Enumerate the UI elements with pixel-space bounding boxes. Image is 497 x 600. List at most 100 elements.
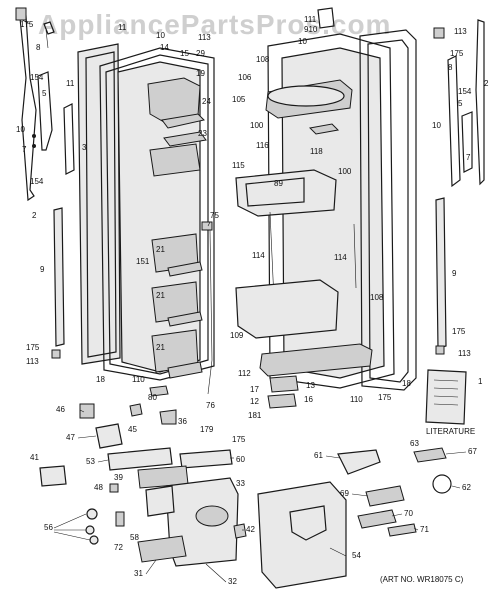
hinge-bottom-right[interactable] [435, 345, 445, 355]
label-116: 116 [256, 141, 269, 150]
label-7: 7 [466, 153, 471, 162]
literature-booklet[interactable] [425, 369, 467, 425]
funnel-61[interactable] [337, 449, 381, 475]
lower-shelf[interactable] [235, 279, 339, 339]
label-175: 175 [26, 343, 40, 352]
part-16[interactable] [267, 393, 297, 409]
label-11: 11 [118, 23, 127, 32]
label-175: 175 [378, 393, 392, 402]
handle-insert-right[interactable] [447, 55, 461, 188]
bulb-56[interactable] [86, 508, 98, 520]
label-113: 113 [198, 33, 211, 42]
crisper-bin[interactable] [235, 169, 337, 217]
bulb-56c[interactable] [89, 535, 99, 545]
door-shelves-left[interactable] [147, 77, 207, 379]
label-33: 33 [236, 479, 245, 488]
label-67: 67 [468, 447, 477, 456]
label-56: 56 [44, 523, 53, 532]
bottom-trim[interactable] [259, 343, 373, 377]
dispenser-panel-54[interactable] [257, 481, 347, 589]
label-69: 69 [340, 489, 349, 498]
ring-62[interactable] [432, 474, 452, 494]
part-45[interactable] [129, 403, 143, 417]
literature-label: LITERATURE [426, 427, 475, 436]
part-48[interactable] [109, 483, 119, 493]
label-175: 175 [452, 327, 466, 336]
cover-53[interactable] [107, 447, 173, 471]
handle-60[interactable] [179, 449, 233, 469]
screw [32, 134, 36, 138]
hinge-bottom-left[interactable] [51, 349, 61, 359]
label-18: 18 [96, 375, 105, 384]
bracket-47[interactable] [95, 423, 123, 449]
label-8: 8 [448, 63, 453, 72]
label-114: 114 [252, 251, 265, 260]
lever-41[interactable] [39, 465, 67, 487]
label-21: 21 [156, 291, 165, 300]
door-trim-left[interactable] [53, 207, 65, 347]
label-14: 14 [160, 43, 169, 52]
label-110: 110 [350, 395, 363, 404]
label-16: 16 [304, 395, 313, 404]
top-hinge[interactable] [317, 7, 335, 29]
label-175: 175 [232, 435, 246, 444]
label-8: 8 [36, 43, 41, 52]
hinge-top-left[interactable] [43, 21, 55, 35]
label-62: 62 [462, 483, 471, 492]
label-910: 910 [304, 25, 318, 34]
switch-72[interactable] [115, 511, 125, 527]
label-24: 24 [202, 97, 211, 106]
bulb-56b[interactable] [85, 525, 95, 535]
switch-46[interactable] [79, 403, 95, 419]
handle-insert-left[interactable] [37, 71, 53, 151]
handle-strip-left[interactable] [19, 15, 37, 202]
label-47: 47 [66, 433, 75, 442]
drip-tray-31[interactable] [137, 535, 187, 563]
handle-bracket-right[interactable] [461, 111, 473, 173]
label-108: 108 [370, 293, 384, 302]
part-70[interactable] [357, 509, 397, 529]
part-80[interactable] [149, 385, 169, 397]
label-118: 118 [310, 147, 323, 156]
part-42[interactable] [233, 523, 247, 539]
fresh-food-door-outer[interactable] [77, 43, 121, 365]
part-36[interactable] [159, 409, 177, 425]
label-36: 36 [178, 417, 187, 426]
top-shelf-assembly[interactable] [265, 79, 353, 119]
handle-bracket-left[interactable] [63, 103, 75, 175]
label-113: 113 [454, 27, 467, 36]
part-69[interactable] [365, 485, 405, 507]
hinge-cap-right[interactable] [433, 27, 445, 39]
door-gasket-left[interactable] [99, 47, 215, 381]
label-109: 109 [230, 331, 244, 340]
part-67[interactable] [413, 447, 447, 463]
tube-fitting[interactable] [201, 221, 213, 231]
label-42: 42 [246, 525, 255, 534]
part-71[interactable] [387, 523, 417, 537]
art-number: (ART NO. WR18075 C) [380, 575, 464, 584]
label-1: 1 [478, 377, 483, 386]
small-tray[interactable] [308, 123, 340, 135]
label-151: 151 [136, 257, 150, 266]
door-trim-right[interactable] [435, 197, 447, 349]
label-29: 29 [196, 49, 205, 58]
label-114: 114 [334, 253, 347, 262]
part-13[interactable] [269, 375, 299, 393]
ice-chute[interactable] [195, 505, 229, 527]
cabinet-gasket-right[interactable] [359, 29, 417, 391]
label-5: 5 [458, 99, 463, 108]
label-76: 76 [206, 401, 215, 410]
label-111: 111 [304, 15, 317, 24]
label-39: 39 [114, 473, 123, 482]
label-10: 10 [298, 37, 307, 46]
motor-58[interactable] [145, 485, 175, 517]
label-154: 154 [30, 177, 44, 186]
hinge-cap-left[interactable] [15, 7, 27, 21]
label-19: 19 [196, 69, 205, 78]
callout-labels: 175 8 154 5 11 10 7 3 154 2 9 175 113 18… [16, 15, 489, 586]
handle-strip-right[interactable] [475, 19, 485, 186]
label-46: 46 [56, 405, 65, 414]
label-60: 60 [236, 455, 245, 464]
label-175: 175 [450, 49, 464, 58]
